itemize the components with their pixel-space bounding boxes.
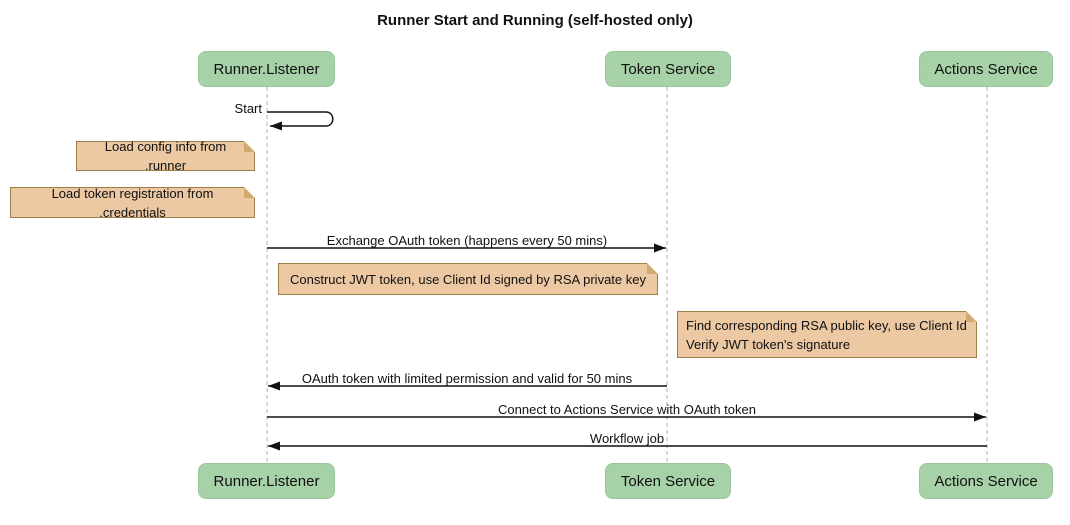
note-text: Load config info from .runner [104,139,227,173]
participant-token-service-top: Token Service [605,51,731,87]
note-text: Verify JWT token's signature [686,336,851,352]
note-text: Construct JWT token, use Client Id signe… [290,271,646,287]
participant-actions-service-bottom: Actions Service [919,463,1053,499]
participant-token-service-bottom: Token Service [605,463,731,499]
note-verify-jwt: Find corresponding RSA public key, use C… [677,311,977,358]
note-text: Find corresponding RSA public key, use C… [686,317,967,333]
participant-label: Actions Service [934,60,1038,78]
participant-actions-service-top: Actions Service [919,51,1053,87]
message-label-workflow-job: Workflow job [589,431,665,446]
note-load-config: Load config info from .runner [76,139,255,173]
message-label-start: Start [234,101,262,116]
participant-label: Runner.Listener [213,60,320,78]
note-text: Load token registration from .credential… [51,185,214,220]
participant-runner-listener-bottom: Runner.Listener [198,463,335,499]
message-label-oauth-token-returned: OAuth token with limited permission and … [301,371,633,386]
participant-runner-listener-top: Runner.Listener [198,51,335,87]
participant-label: Token Service [620,472,716,490]
message-label-exchange-oauth-token: Exchange OAuth token (happens every 50 m… [326,233,608,248]
diagram-title: Runner Start and Running (self-hosted on… [377,12,693,29]
note-construct-jwt: Construct JWT token, use Client Id signe… [278,263,658,295]
participant-label: Runner.Listener [213,472,320,490]
message-arrow-start-self-loop [267,111,334,131]
participant-label: Actions Service [934,472,1038,490]
participant-label: Token Service [620,60,716,78]
note-load-token-registration: Load token registration from .credential… [10,186,255,220]
message-label-connect-actions-service: Connect to Actions Service with OAuth to… [498,402,756,417]
